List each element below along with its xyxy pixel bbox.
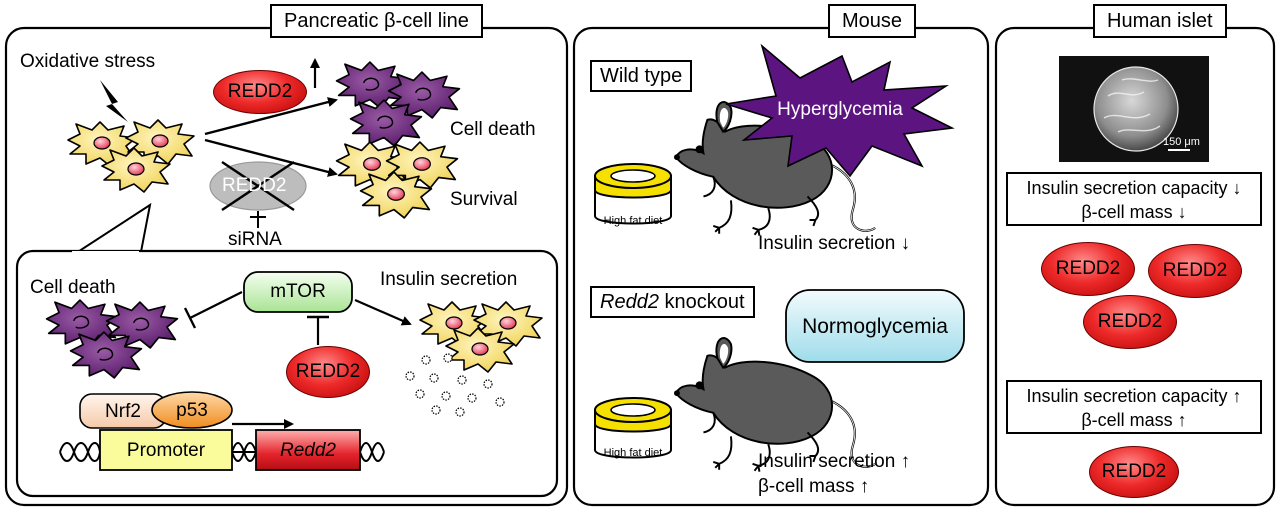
up-capacity-label: Insulin secretion capacity ↑ <box>1026 386 1242 406</box>
human-islet-header: Human islet <box>1093 4 1227 38</box>
hyperglycemia-burst <box>725 43 955 178</box>
up-mass-label: β-cell mass ↑ <box>1081 410 1187 430</box>
panel-mouse <box>572 26 990 507</box>
ko-mass-label: β-cell mass ↑ <box>758 476 870 497</box>
insulin-granules <box>405 353 505 417</box>
redd2-oval-inset: REDD2 <box>286 346 370 398</box>
redd2-crossed-label: REDD2 <box>222 175 287 196</box>
down-capacity-label: Insulin secretion capacity ↓ <box>1026 178 1242 198</box>
human-up-box: Insulin secretion capacity ↑ β-cell mass… <box>1006 380 1262 434</box>
diet-label-wt: High fat diet <box>603 215 663 227</box>
oxidative-stress-label: Oxidative stress <box>20 51 156 72</box>
redd2-label: REDD2 <box>1101 461 1167 482</box>
wt-insulin-label: Insulin secretion ↓ <box>758 233 911 254</box>
redd2-gene-label: Redd2 <box>280 440 336 461</box>
diet-label-ko: High fat diet <box>603 447 663 459</box>
promoter-label: Promoter <box>126 440 206 461</box>
human-down-box: Insulin secretion capacity ↓ β-cell mass… <box>1006 172 1262 226</box>
p53-label: p53 <box>176 400 208 421</box>
scale-bar-label: 150 μm <box>1163 136 1200 148</box>
cell-line-header: Pancreatic β-cell line <box>270 4 483 38</box>
promoter-box <box>99 429 233 471</box>
redd2-label: REDD2 <box>1162 260 1228 281</box>
hyperglycemia-label: Hyperglycemia <box>777 99 903 120</box>
normoglycemia-label: Normoglycemia <box>802 315 948 338</box>
inset-cell-death-label: Cell death <box>30 277 116 298</box>
mtor-box <box>243 271 353 313</box>
inset-secreting-cells <box>405 301 543 417</box>
ko-insulin-label: Insulin secretion ↑ <box>758 451 911 472</box>
lightning-icon <box>100 80 128 122</box>
redd2-label: REDD2 <box>1097 311 1163 332</box>
normoglycemia-box <box>785 289 965 363</box>
knockout-text: knockout <box>658 291 745 313</box>
sirna-label: siRNA <box>228 229 282 250</box>
redd2-oval-4: REDD2 <box>1089 446 1179 498</box>
redd2-gene-box <box>255 429 361 471</box>
wild-type-label: Wild type <box>590 60 693 92</box>
redd2-label: REDD2 <box>227 81 293 102</box>
knockout-gene: Redd2 <box>600 291 659 313</box>
redd2-oval-up: REDD2 <box>213 70 307 114</box>
redd2-oval-3: REDD2 <box>1083 295 1177 349</box>
survival-label: Survival <box>450 189 518 210</box>
nrf2-label: Nrf2 <box>105 401 141 422</box>
down-mass-label: β-cell mass ↓ <box>1081 202 1187 222</box>
redd2-oval-2: REDD2 <box>1148 244 1242 298</box>
redd2-oval-1: REDD2 <box>1041 242 1135 296</box>
cell-death-label: Cell death <box>450 119 536 140</box>
mtor-label: mTOR <box>270 281 326 302</box>
redd2-label: REDD2 <box>1055 258 1121 279</box>
p53-oval <box>151 391 233 429</box>
redd2-knockdown <box>209 161 307 228</box>
redd2-label: REDD2 <box>295 361 361 382</box>
knockout-label: Redd2 knockout <box>590 286 755 318</box>
insulin-secretion-label: Insulin secretion <box>380 269 518 290</box>
mouse-header: Mouse <box>828 4 917 38</box>
